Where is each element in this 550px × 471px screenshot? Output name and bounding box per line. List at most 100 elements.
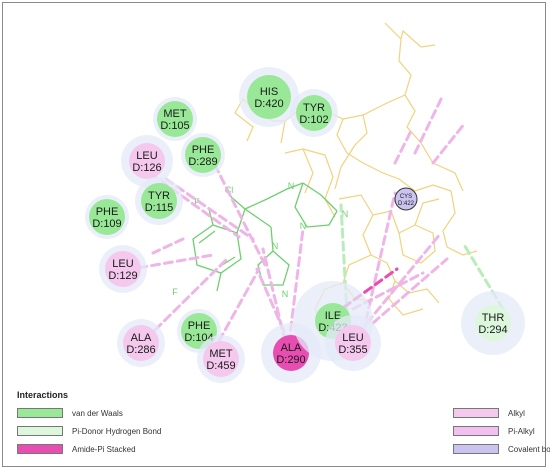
ligand-bond (192, 224, 242, 274)
residue-id: D:459 (206, 360, 235, 372)
residue-name: PHE (188, 320, 211, 332)
residue-name: PHE (96, 206, 119, 218)
residue-name: CYS (400, 194, 412, 200)
residue-disc (273, 335, 309, 371)
interaction-line (413, 93, 445, 155)
residue-id: D:102 (299, 114, 328, 126)
legend-title: Interactions (17, 390, 69, 400)
interaction-lines (124, 93, 505, 345)
interaction-line (144, 255, 231, 341)
residue-disc (89, 199, 125, 235)
residue-disc (296, 95, 332, 131)
residue-disc (123, 325, 159, 361)
residue-id: D:420 (254, 98, 283, 110)
heme-bond (404, 94, 434, 164)
legend-item-van-der-waals: van der Waals (17, 407, 123, 419)
residue-disc (394, 187, 418, 211)
residue-id: D:105 (160, 120, 189, 132)
residue-name: LEU (342, 332, 363, 344)
interaction-line (151, 237, 185, 255)
legend-label: Pi-Donor Hydrogen Bond (72, 426, 162, 436)
heme-bond (338, 194, 388, 264)
residue-name: MET (209, 348, 233, 360)
legend-swatch (17, 426, 63, 436)
interaction-line (393, 129, 413, 165)
residue-disc (247, 75, 291, 119)
heme-bond (442, 190, 478, 256)
legend-swatch (17, 408, 63, 418)
legend-label: Alkyl (508, 408, 525, 418)
residue-name: LEU (112, 258, 133, 270)
residue-name: THR (482, 312, 505, 324)
ligand-bond (208, 208, 214, 226)
ligand-bond (228, 194, 246, 210)
legend-item-alkyl: Alkyl (453, 407, 525, 419)
residue-name: ALA (131, 332, 152, 344)
legend-label: Pi-Alkyl (508, 426, 535, 436)
legend-label: Amide-Pi Stacked (72, 444, 136, 454)
legend-swatch (453, 408, 499, 418)
heme-bond (336, 94, 406, 164)
atom-label: N (342, 209, 349, 219)
residue-disc (129, 143, 165, 179)
interaction-diagram: ClFFNNNNN HISD:420TYRD:102METD:105PHED:2… (85, 22, 525, 383)
atom-label: N (300, 221, 307, 231)
atom-label: N (272, 241, 279, 251)
atom-label: N (282, 289, 289, 299)
heme-bond (334, 144, 356, 190)
heme-bond (398, 38, 412, 96)
residue-name: PHE (192, 144, 215, 156)
residue-disc (105, 251, 141, 287)
residue-name: MET (163, 108, 187, 120)
heme-bond (284, 148, 336, 218)
residue-id: D:290 (276, 354, 305, 366)
legend-swatch (453, 444, 499, 454)
residue-name: HIS (260, 86, 278, 98)
legend-label: van der Waals (72, 408, 123, 418)
ligand-bond (302, 182, 338, 212)
legend-item-covalent-bond: Covalent bond (453, 443, 550, 455)
interaction-line (365, 231, 443, 325)
ligand-bond (244, 208, 272, 228)
atom-label: F (172, 287, 178, 297)
heme-bond (384, 22, 436, 48)
residue-disc (203, 341, 239, 377)
legend-label: Covalent bond (508, 444, 550, 454)
residue-disc (157, 101, 193, 137)
residue-name: ALA (281, 342, 302, 354)
residue-disc (185, 137, 221, 173)
legend-swatch (17, 444, 63, 454)
heme-bond (432, 162, 464, 192)
interaction-line (371, 257, 449, 325)
legend-item-pi-donor-hbond: Pi-Donor Hydrogen Bond (17, 425, 161, 437)
residue-id: D:126 (132, 162, 161, 174)
heme-bond (398, 224, 436, 264)
residue-name: LEU (136, 150, 157, 162)
heme-bond (414, 198, 440, 226)
interaction-line (164, 177, 255, 241)
legend-item-pi-alkyl: Pi-Alkyl (453, 425, 535, 437)
ligand-bond (270, 226, 274, 252)
residue-id: D:109 (92, 218, 121, 230)
interaction-line (207, 151, 267, 267)
ligand-bond (216, 272, 222, 292)
interaction-line (431, 121, 467, 165)
heme-bond (362, 162, 452, 192)
heme-bond (394, 280, 440, 304)
residue-name: TYR (303, 102, 325, 114)
legend-swatch (453, 426, 499, 436)
